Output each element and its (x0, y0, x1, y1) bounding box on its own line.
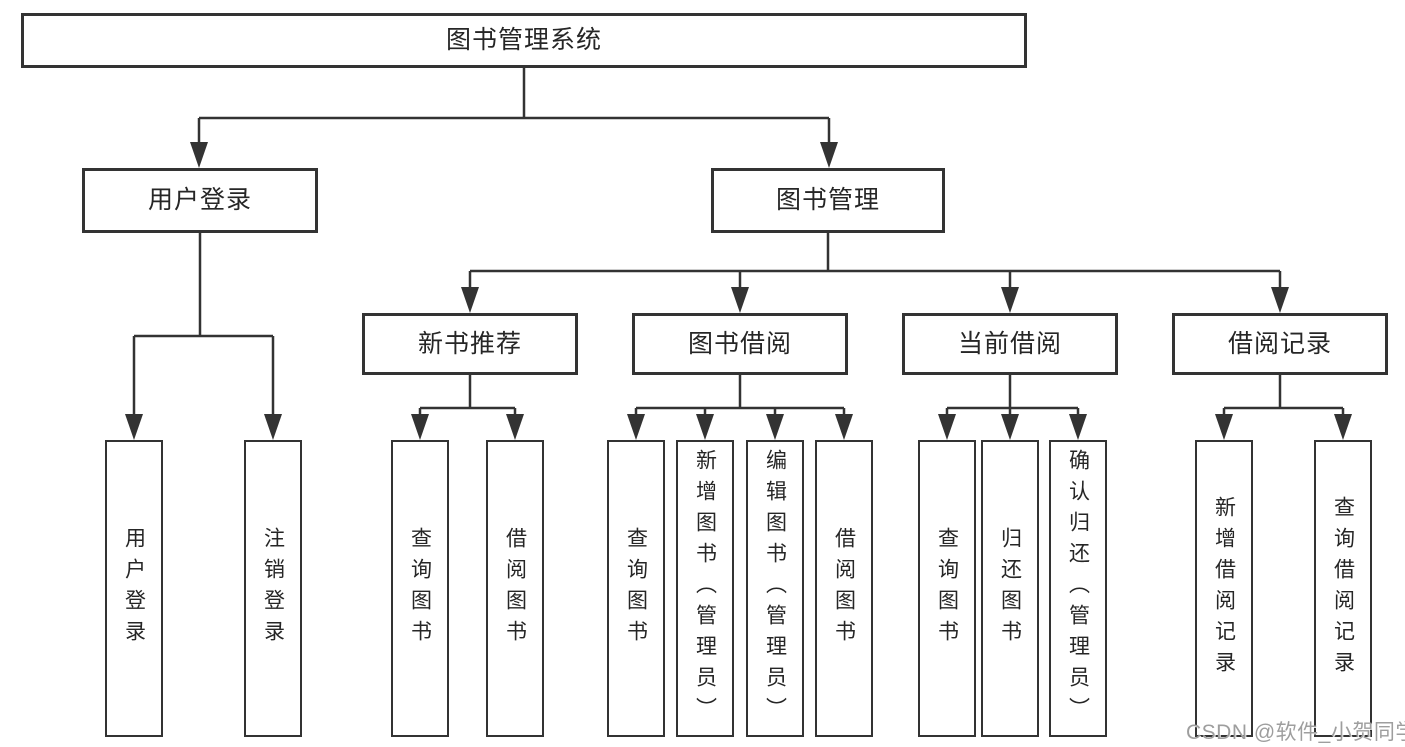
arrow-icon (125, 414, 143, 440)
leaf-edit-books-admin: 编辑图书（管理员） (746, 440, 804, 737)
arrow-icon (411, 414, 429, 440)
leaf-add-borrow-record: 新增借阅记录 (1195, 440, 1253, 737)
connector-root-to-level2 (197, 68, 831, 150)
leaf-add-books-admin: 新增图书（管理员） (676, 440, 734, 737)
leaf-borrow-books-borrowing: 借阅图书 (815, 440, 873, 737)
arrow-icon (1215, 414, 1233, 440)
arrow-icon (1271, 287, 1289, 313)
leaf-return-books: 归还图书 (981, 440, 1039, 737)
leaf-query-books-borrowing: 查询图书 (607, 440, 665, 737)
arrow-icon (627, 414, 645, 440)
connector-book-borrowing-children (634, 375, 846, 422)
node-library-management-system: 图书管理系统 (21, 13, 1027, 68)
connector-user-login-children (132, 233, 275, 420)
arrow-icon (938, 414, 956, 440)
leaf-query-books-recommend: 查询图书 (391, 440, 449, 737)
arrow-icon (820, 142, 838, 168)
arrow-icon (731, 287, 749, 313)
leaf-confirm-return-admin: 确认归还（管理员） (1049, 440, 1107, 737)
arrowheads (125, 142, 1352, 440)
arrow-icon (506, 414, 524, 440)
node-borrowing-records: 借阅记录 (1172, 313, 1388, 375)
arrow-icon (461, 287, 479, 313)
node-book-borrowing: 图书借阅 (632, 313, 848, 375)
arrow-icon (264, 414, 282, 440)
arrow-icon (835, 414, 853, 440)
arrow-icon (1001, 414, 1019, 440)
leaf-query-books-current: 查询图书 (918, 440, 976, 737)
node-current-borrowing: 当前借阅 (902, 313, 1118, 375)
node-user-login-module: 用户登录 (82, 168, 318, 233)
leaf-logout: 注销登录 (244, 440, 302, 737)
connector-new-book-children (418, 375, 517, 422)
node-new-book-recommendation: 新书推荐 (362, 313, 578, 375)
arrow-icon (1001, 287, 1019, 313)
arrow-icon (696, 414, 714, 440)
leaf-query-borrow-record: 查询借阅记录 (1314, 440, 1372, 737)
arrow-icon (1069, 414, 1087, 440)
csdn-watermark: CSDN @软件_小贺同学 (1186, 721, 1405, 744)
leaf-borrow-books-recommend: 借阅图书 (486, 440, 544, 737)
leaf-user-login: 用户登录 (105, 440, 163, 737)
node-book-management-module: 图书管理 (711, 168, 945, 233)
arrow-icon (766, 414, 784, 440)
arrow-icon (190, 142, 208, 168)
connector-book-management-children (468, 233, 1282, 295)
connector-borrowing-records-children (1222, 375, 1345, 422)
arrow-icon (1334, 414, 1352, 440)
